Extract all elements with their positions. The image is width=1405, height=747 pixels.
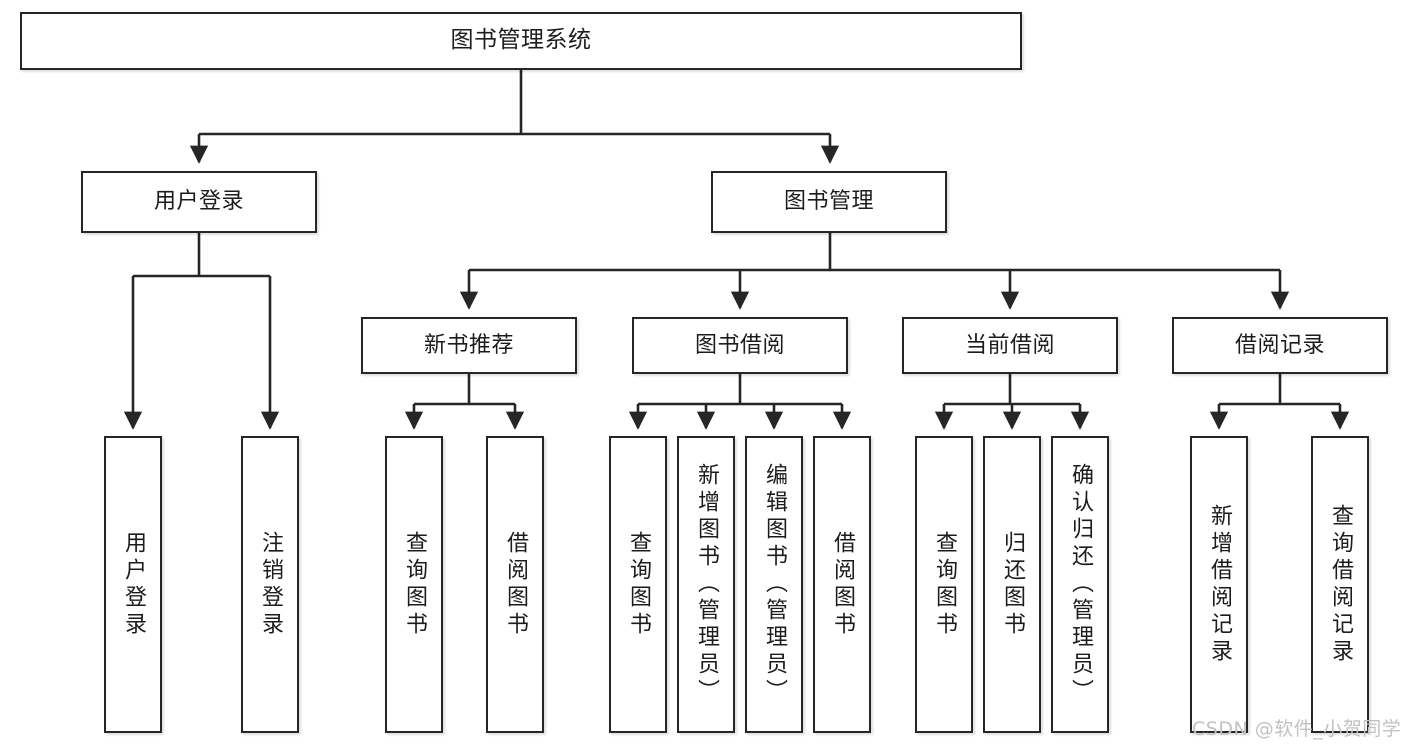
node-leaf-user-logout-label: 注销登录 [258, 530, 283, 639]
node-book-borrow-label: 图书借阅 [694, 332, 785, 358]
node-book-borrow[interactable]: 图书借阅 [632, 317, 848, 374]
node-leaf-borrow-book-2[interactable]: 借阅图书 [813, 436, 871, 733]
node-book-manage-label: 图书管理 [783, 189, 874, 215]
node-book-manage[interactable]: 图书管理 [711, 171, 947, 233]
node-leaf-user-login[interactable]: 用户登录 [104, 436, 162, 733]
node-leaf-borrow-book-1-label: 借阅图书 [503, 530, 528, 639]
node-leaf-user-logout[interactable]: 注销登录 [241, 436, 299, 733]
node-leaf-query-book-1-label: 查询图书 [402, 530, 427, 639]
csdn-watermark: CSDN @软件_小贺同学 [1192, 718, 1402, 740]
node-new-book-rec[interactable]: 新书推荐 [361, 317, 577, 374]
node-borrow-record[interactable]: 借阅记录 [1172, 317, 1388, 374]
node-leaf-query-book-3-label: 查询图书 [932, 530, 957, 639]
node-leaf-edit-book[interactable]: 编辑图书（管理员） [745, 436, 803, 733]
node-leaf-add-book[interactable]: 新增图书（管理员） [677, 436, 735, 733]
node-leaf-borrow-book-1[interactable]: 借阅图书 [486, 436, 544, 733]
node-leaf-query-book-3[interactable]: 查询图书 [915, 436, 973, 733]
node-leaf-query-record-label: 查询借阅记录 [1328, 503, 1353, 666]
node-leaf-user-login-label: 用户登录 [121, 530, 146, 639]
node-leaf-add-book-label: 新增图书（管理员） [694, 463, 719, 706]
node-leaf-add-record-label: 新增借阅记录 [1207, 503, 1232, 666]
node-root-label: 图书管理系统 [450, 27, 592, 54]
node-leaf-query-book-2[interactable]: 查询图书 [609, 436, 667, 733]
node-leaf-return-book[interactable]: 归还图书 [983, 436, 1041, 733]
node-leaf-add-record[interactable]: 新增借阅记录 [1190, 436, 1248, 733]
node-leaf-return-book-label: 归还图书 [1000, 530, 1025, 639]
node-current-borrow-label: 当前借阅 [964, 332, 1055, 358]
node-leaf-confirm-return-label: 确认归还（管理员） [1068, 463, 1093, 706]
node-leaf-confirm-return[interactable]: 确认归还（管理员） [1051, 436, 1109, 733]
node-current-borrow[interactable]: 当前借阅 [902, 317, 1118, 374]
node-leaf-query-book-1[interactable]: 查询图书 [385, 436, 443, 733]
node-leaf-borrow-book-2-label: 借阅图书 [830, 530, 855, 639]
node-borrow-record-label: 借阅记录 [1234, 332, 1325, 358]
node-leaf-query-record[interactable]: 查询借阅记录 [1311, 436, 1369, 733]
node-leaf-query-book-2-label: 查询图书 [626, 530, 651, 639]
node-user-login-label: 用户登录 [153, 189, 244, 215]
node-new-book-rec-label: 新书推荐 [423, 332, 514, 358]
node-root[interactable]: 图书管理系统 [20, 12, 1022, 70]
node-leaf-edit-book-label: 编辑图书（管理员） [762, 463, 787, 706]
node-user-login[interactable]: 用户登录 [81, 171, 317, 233]
